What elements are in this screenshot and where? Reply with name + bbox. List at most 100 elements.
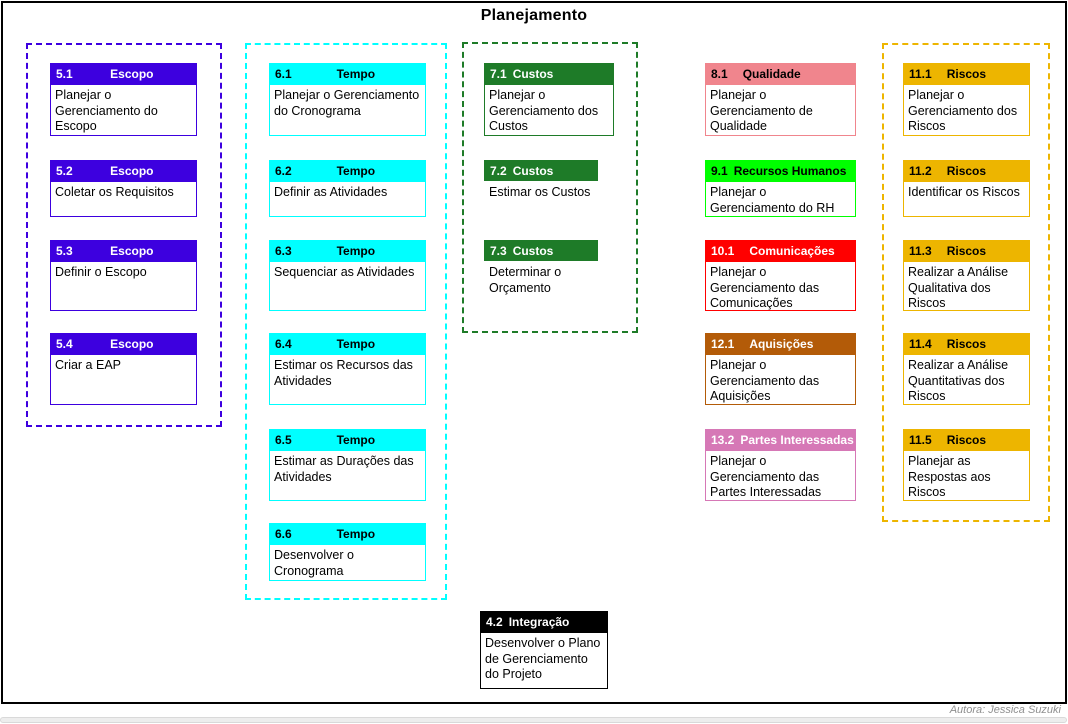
process-code: 9.1	[711, 163, 728, 178]
process-code: 11.4	[909, 336, 932, 351]
card-header: 4.2 Integração	[480, 611, 608, 632]
card-header: 11.5 Riscos	[903, 429, 1030, 450]
card-header: 10.1 Comunicações	[705, 240, 856, 261]
card-header: 7.2 Custos	[484, 160, 599, 181]
process-code: 5.2	[56, 163, 73, 178]
process-code: 11.5	[909, 432, 932, 447]
author-credit: Autora: Jessica Suzuki	[949, 704, 1061, 716]
process-code: 6.2	[275, 163, 292, 178]
process-code: 5.4	[56, 336, 73, 351]
knowledge-area-label: Custos	[512, 66, 554, 81]
knowledge-area-label: Escopo	[110, 243, 154, 258]
process-code: 6.4	[275, 336, 292, 351]
knowledge-area-label: Riscos	[946, 66, 987, 81]
knowledge-area-label: Tempo	[336, 243, 376, 258]
card-body: Planejar o Gerenciamento do RH	[705, 181, 856, 217]
process-code: 7.2	[490, 163, 507, 178]
card-body: Determinar o Orçamento	[489, 265, 562, 295]
card-body: Estimar os Recursos das Atividades	[269, 354, 426, 405]
card-header: 7.3 Custos	[484, 240, 599, 261]
horizontal-scrollbar[interactable]	[0, 717, 1067, 723]
process-code: 5.3	[56, 243, 73, 258]
card-header: 5.2 Escopo	[50, 160, 197, 181]
group-box-tempo	[245, 43, 447, 600]
card-body: Definir as Atividades	[269, 181, 426, 217]
card-body: Realizar a Análise Qualitativa dos Risco…	[903, 261, 1030, 311]
card-body: Definir o Escopo	[50, 261, 197, 311]
card-header: 6.5 Tempo	[269, 429, 426, 450]
process-code: 10.1	[711, 243, 735, 258]
group-box-riscos	[882, 43, 1050, 522]
process-code: 6.5	[275, 432, 292, 447]
knowledge-area-label: Aquisições	[749, 336, 814, 351]
process-code: 4.2	[486, 614, 503, 629]
card-header: 9.1 Recursos Humanos	[705, 160, 856, 181]
process-code: 11.2	[909, 163, 932, 178]
knowledge-area-label: Riscos	[946, 336, 987, 351]
card-header: 11.4 Riscos	[903, 333, 1030, 354]
card-body: Planejar o Gerenciamento das Partes Inte…	[705, 450, 856, 501]
card-header: 5.3 Escopo	[50, 240, 197, 261]
knowledge-area-label: Riscos	[946, 432, 987, 447]
process-code: 7.3	[490, 243, 507, 258]
knowledge-area-label: Integração	[508, 614, 570, 629]
card-body: Criar a EAP	[50, 354, 197, 405]
knowledge-area-label: Tempo	[336, 526, 376, 541]
card-header: 11.1 Riscos	[903, 63, 1030, 84]
process-code: 11.1	[909, 66, 932, 81]
card-body: Planejar as Respostas aos Riscos	[903, 450, 1030, 501]
card-body: Coletar os Requisitos	[50, 181, 197, 217]
card-body: Sequenciar as Atividades	[269, 261, 426, 311]
card-body: Realizar a Análise Quantitativas dos Ris…	[903, 354, 1030, 405]
knowledge-area-label: Recursos Humanos	[733, 163, 847, 178]
knowledge-area-label: Escopo	[110, 163, 154, 178]
page-title: Planejamento	[480, 7, 588, 24]
process-code: 5.1	[56, 66, 73, 81]
knowledge-area-label: Riscos	[946, 163, 987, 178]
process-code: 6.1	[275, 66, 292, 81]
process-code: 6.3	[275, 243, 292, 258]
card-body: Desenvolver o Cronograma	[269, 544, 426, 581]
card-body: Desenvolver o Plano de Gerenciamento do …	[480, 632, 608, 689]
knowledge-area-label: Tempo	[336, 432, 376, 447]
card-body: Estimar as Durações das Atividades	[269, 450, 426, 501]
knowledge-area-label: Custos	[512, 163, 554, 178]
card-body: Identificar os Riscos	[903, 181, 1030, 217]
knowledge-area-label: Qualidade	[742, 66, 801, 81]
card-body: Estimar os Custos	[489, 185, 591, 199]
knowledge-area-label: Riscos	[946, 243, 987, 258]
card-body: Planejar o Gerenciamento das Aquisições	[705, 354, 856, 405]
knowledge-area-label: Comunicações	[749, 243, 835, 258]
knowledge-area-label: Custos	[512, 243, 554, 258]
